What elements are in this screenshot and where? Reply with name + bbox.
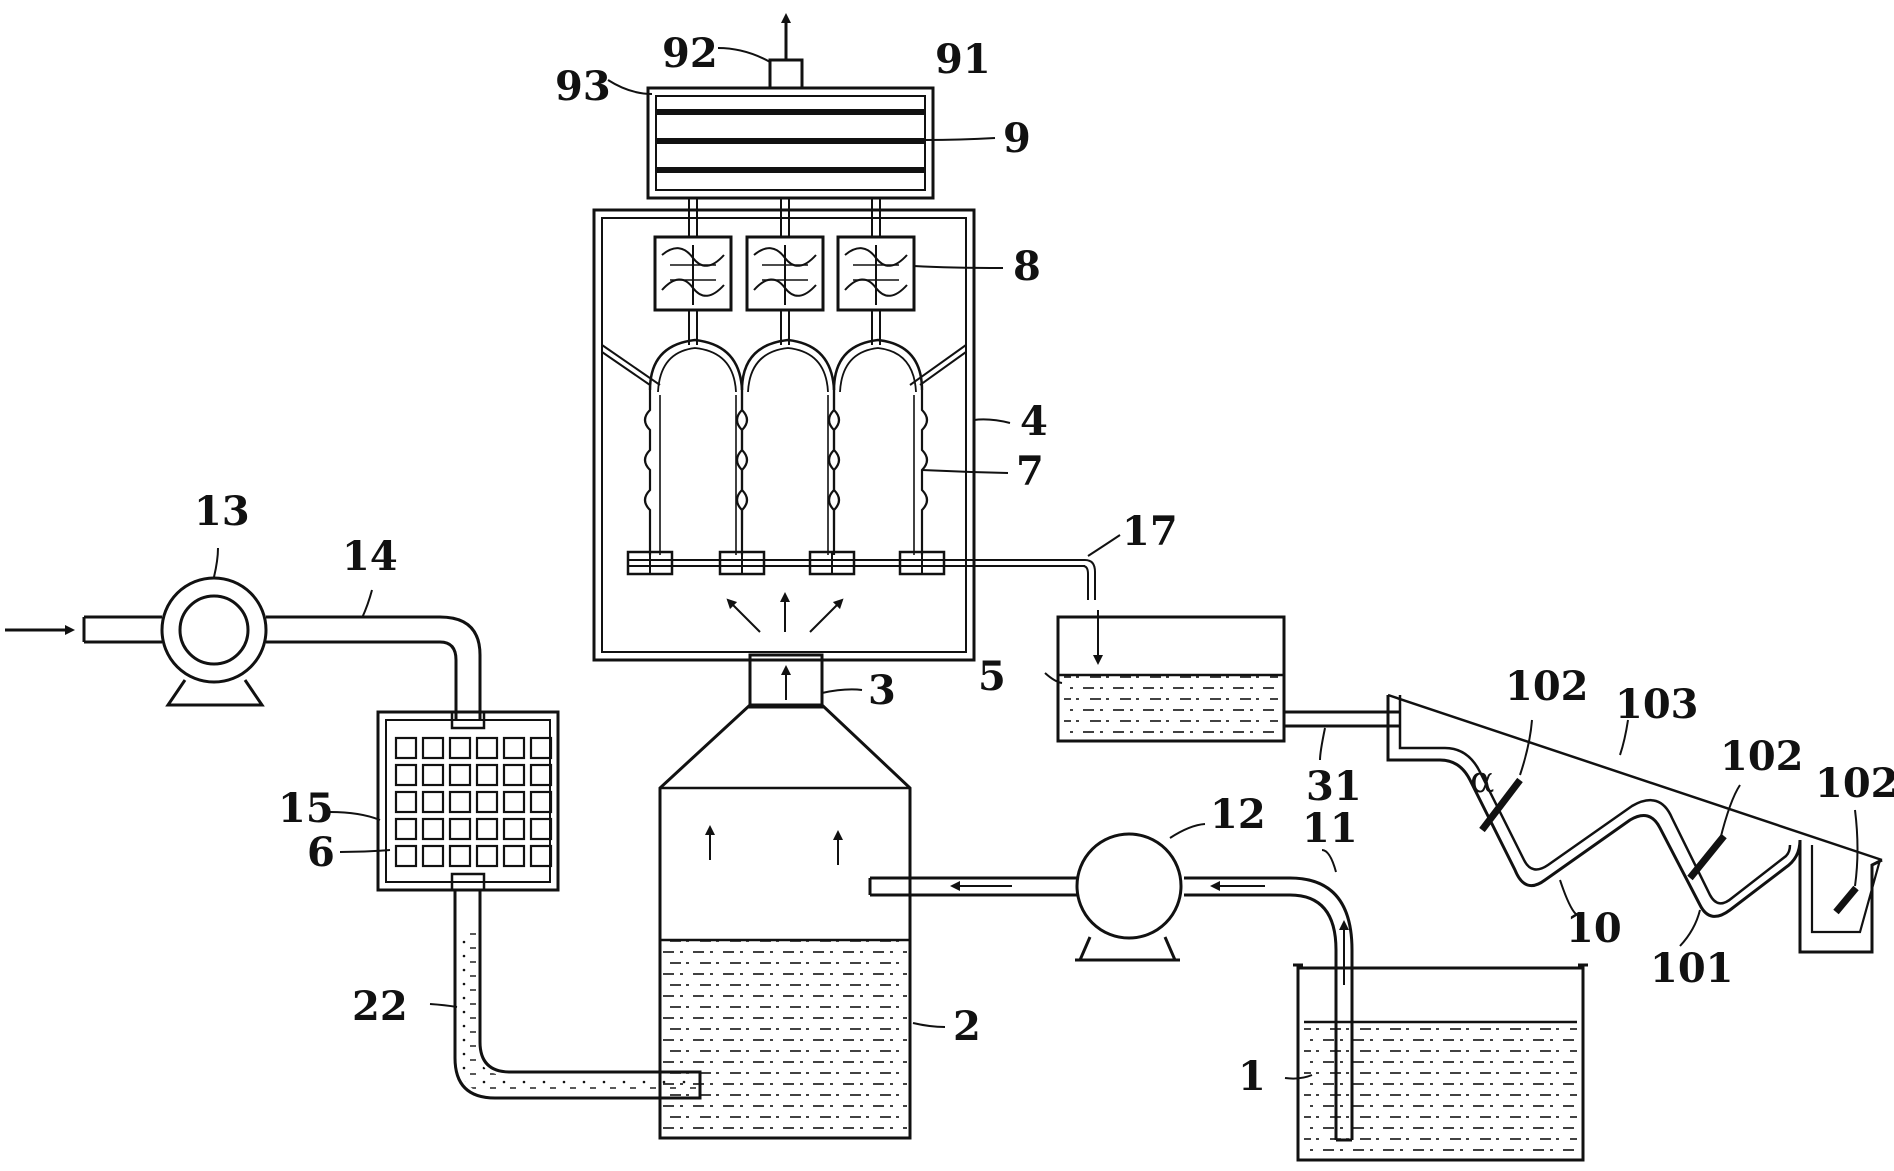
grid-cell bbox=[421, 844, 445, 868]
grid-cell bbox=[448, 844, 472, 868]
pipe-31 bbox=[1284, 710, 1400, 728]
label-13: 13 bbox=[194, 488, 250, 535]
label-22: 22 bbox=[352, 983, 408, 1030]
leader-lines bbox=[213, 47, 1859, 1080]
grid-cell bbox=[421, 763, 445, 787]
pipe-22 bbox=[453, 890, 702, 1100]
grid-cell bbox=[394, 763, 418, 787]
grid-cell bbox=[475, 817, 499, 841]
grid-cell bbox=[475, 790, 499, 814]
label-12: 12 bbox=[1210, 791, 1266, 838]
grid-cell bbox=[394, 736, 418, 760]
grid-cell bbox=[421, 736, 445, 760]
grid-cell bbox=[475, 736, 499, 760]
label-101: 101 bbox=[1650, 945, 1734, 992]
grid-cell bbox=[502, 790, 526, 814]
label-4: 4 bbox=[1020, 398, 1048, 445]
chamber-4 bbox=[592, 208, 976, 662]
label-2: 2 bbox=[953, 1003, 981, 1050]
grid-cell bbox=[529, 763, 553, 787]
label-15: 15 bbox=[278, 785, 334, 832]
label-31: 31 bbox=[1306, 763, 1362, 810]
pipe-11 bbox=[868, 876, 1354, 1142]
grid-6 bbox=[394, 736, 553, 868]
label-7: 7 bbox=[1016, 448, 1044, 495]
label-92: 92 bbox=[662, 30, 718, 77]
pump-12 bbox=[1075, 832, 1183, 962]
label-14: 14 bbox=[342, 533, 398, 580]
grid-cell bbox=[421, 790, 445, 814]
grid-cell bbox=[475, 844, 499, 868]
grid-cell bbox=[529, 844, 553, 868]
label-102c: 102 bbox=[1815, 760, 1894, 807]
blower-13 bbox=[5, 576, 268, 707]
grid-cell bbox=[529, 817, 553, 841]
grid-cell bbox=[448, 763, 472, 787]
inclined-trough-10 bbox=[1386, 693, 1883, 954]
label-10: 10 bbox=[1566, 905, 1622, 952]
grid-cell bbox=[394, 844, 418, 868]
grid-cell bbox=[394, 790, 418, 814]
grid-cell bbox=[448, 817, 472, 841]
grid-cell bbox=[502, 736, 526, 760]
label-3: 3 bbox=[868, 667, 896, 714]
label-11: 11 bbox=[1302, 805, 1358, 852]
grid-cell bbox=[529, 736, 553, 760]
grid-cell bbox=[448, 790, 472, 814]
unit-15 bbox=[376, 710, 560, 892]
label-1: 1 bbox=[1238, 1053, 1266, 1100]
label-17: 17 bbox=[1122, 508, 1178, 555]
label-93: 93 bbox=[555, 63, 611, 110]
grid-cell bbox=[394, 817, 418, 841]
grid-cell bbox=[421, 817, 445, 841]
label-91: 91 bbox=[935, 36, 991, 83]
tank-9 bbox=[646, 13, 935, 200]
label-9: 9 bbox=[1003, 115, 1031, 162]
pipe-17 bbox=[974, 559, 1103, 665]
grid-cell bbox=[502, 844, 526, 868]
label-102b: 102 bbox=[1720, 733, 1804, 780]
grid-cell bbox=[529, 790, 553, 814]
tank-2 bbox=[658, 703, 912, 1140]
tank-1 bbox=[1293, 963, 1588, 1162]
label-103: 103 bbox=[1615, 681, 1699, 728]
tank-5 bbox=[1056, 615, 1286, 743]
label-alpha: α bbox=[1470, 760, 1494, 801]
grid-cell bbox=[448, 736, 472, 760]
label-8: 8 bbox=[1013, 243, 1041, 290]
grid-cell bbox=[502, 817, 526, 841]
pipe-14 bbox=[266, 615, 482, 720]
duct-3 bbox=[748, 653, 824, 709]
label-6: 6 bbox=[307, 829, 335, 876]
labels: 92 93 91 9 8 4 7 17 3 5 31 12 11 2 1 13 … bbox=[194, 30, 1894, 1100]
label-102a: 102 bbox=[1505, 663, 1589, 710]
grid-cell bbox=[475, 763, 499, 787]
grid-cell bbox=[502, 763, 526, 787]
modules-8 bbox=[653, 198, 916, 345]
label-5: 5 bbox=[978, 653, 1006, 700]
